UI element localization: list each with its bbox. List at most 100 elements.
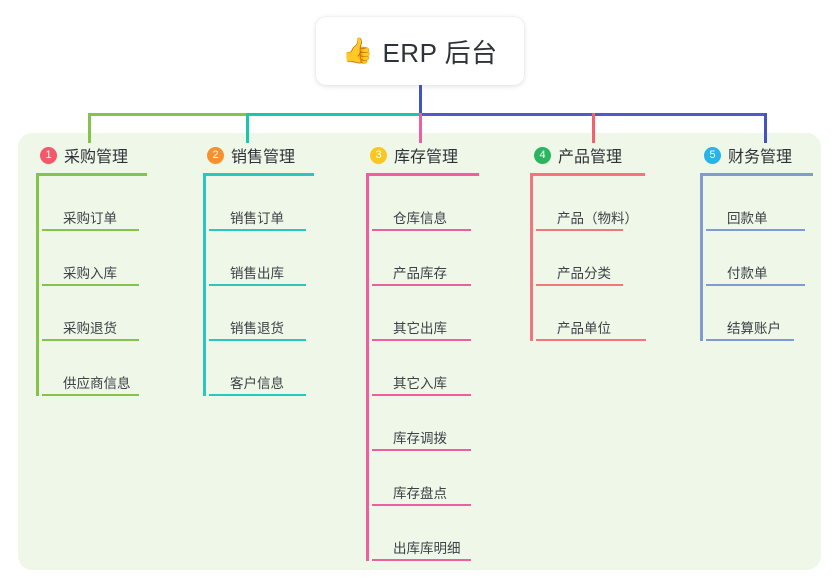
branch-items-4: 产品（物料） 产品分类 产品单位 [530,176,698,341]
list-item[interactable]: 销售订单 [209,176,358,231]
list-item-label: 产品（物料） [557,211,638,226]
list-item-label: 仓库信息 [393,211,447,226]
list-item[interactable]: 结算账户 [706,286,835,341]
list-item-label: 付款单 [727,266,768,281]
list-item-label: 客户信息 [230,376,284,391]
connector-hbar-left [88,113,248,116]
list-item-rule [706,339,794,341]
connector-hbar-mid [246,113,421,116]
list-item-rule [372,504,471,506]
branch-header-rule-3 [366,173,479,176]
connector-root-stem [419,85,422,115]
list-item-label: 其它出库 [393,321,447,336]
list-item[interactable]: 采购退货 [42,286,191,341]
list-item-label: 产品分类 [557,266,611,281]
list-item[interactable]: 产品分类 [536,231,698,286]
list-item-rule [209,284,306,286]
branch-title-3: 库存管理 [394,149,459,166]
list-item-label: 库存盘点 [393,486,447,501]
branch-number-badge-4: 4 [534,146,551,164]
list-item-rule [42,339,139,341]
list-item-label: 供应商信息 [63,376,131,391]
list-item[interactable]: 销售出库 [209,231,358,286]
root-node-erp-backend[interactable]: 👍 ERP 后台 [316,17,524,85]
list-item[interactable]: 付款单 [706,231,835,286]
connector-drop-branch-5 [764,113,767,143]
connector-drop-branch-2 [246,113,249,143]
connector-drop-branch-4 [592,113,595,143]
list-item-rule [42,394,139,396]
list-item-label: 回款单 [727,211,768,226]
list-item-rule [372,284,471,286]
list-item-rule [372,394,471,396]
list-item-label: 其它入库 [393,376,447,391]
list-item-rule [372,559,471,561]
list-item-label: 结算账户 [727,321,781,336]
branch-number-badge-1: 1 [40,146,57,164]
list-item[interactable]: 其它出库 [372,286,531,341]
list-item-rule [209,339,306,341]
branch-title-2: 销售管理 [231,149,296,166]
branch-number-badge-3: 3 [370,146,387,164]
branch-items-2: 销售订单 销售出库 销售退货 客户信息 [203,176,358,396]
branch-stem-2 [203,176,206,396]
thumbs-up-icon: 👍 [342,36,374,65]
list-item-label: 库存调拨 [393,431,447,446]
branch-number-badge-2: 2 [207,146,224,164]
list-item-rule [372,449,471,451]
branch-header-rule-1 [36,173,147,176]
diagram-background-panel [18,133,821,570]
branch-header-3[interactable]: 3 库存管理 [366,142,531,168]
connector-drop-branch-3 [419,113,422,143]
list-item-label: 出库库明细 [393,541,461,556]
branch-column-4: 4 产品管理 产品（物料） 产品分类 产品单位 [530,142,698,341]
branch-header-rule-4 [530,173,645,176]
branch-title-4: 产品管理 [558,149,623,166]
list-item[interactable]: 供应商信息 [42,341,191,396]
list-item[interactable]: 产品（物料） [536,176,698,231]
list-item-rule [372,229,471,231]
branch-header-5[interactable]: 5 财务管理 [700,142,835,168]
branch-header-1[interactable]: 1 采购管理 [36,142,191,168]
list-item-rule [706,229,805,231]
list-item-label: 产品单位 [557,321,611,336]
list-item-rule [536,339,646,341]
list-item[interactable]: 产品库存 [372,231,531,286]
branch-title-5: 财务管理 [728,149,793,166]
branch-stem-5 [700,176,703,341]
branch-header-rule-2 [203,173,314,176]
branch-header-4[interactable]: 4 产品管理 [530,142,698,168]
list-item[interactable]: 仓库信息 [372,176,531,231]
branch-items-1: 采购订单 采购入库 采购退货 供应商信息 [36,176,191,396]
list-item[interactable]: 客户信息 [209,341,358,396]
list-item[interactable]: 产品单位 [536,286,698,341]
branch-header-2[interactable]: 2 销售管理 [203,142,358,168]
branch-column-2: 2 销售管理 销售订单 销售出库 销售退货 客户信息 [203,142,358,396]
root-node-title: ERP 后台 [382,37,498,68]
list-item-rule [372,339,471,341]
list-item-rule [536,284,623,286]
list-item[interactable]: 回款单 [706,176,835,231]
list-item-rule [536,229,623,231]
branch-title-1: 采购管理 [64,149,129,166]
branch-items-3: 仓库信息 产品库存 其它出库 其它入库 库存调拨 库存盘点 出库库明细 [366,176,531,561]
list-item-label: 采购入库 [63,266,117,281]
list-item-rule [42,284,139,286]
list-item-label: 采购订单 [63,211,117,226]
branch-number-badge-5: 5 [704,146,721,164]
list-item[interactable]: 采购入库 [42,231,191,286]
list-item-rule [42,229,139,231]
list-item[interactable]: 库存盘点 [372,451,531,506]
list-item[interactable]: 库存调拨 [372,396,531,451]
branch-stem-4 [530,176,533,341]
branch-items-5: 回款单 付款单 结算账户 [700,176,835,341]
list-item-rule [209,229,306,231]
list-item[interactable]: 其它入库 [372,341,531,396]
list-item[interactable]: 采购订单 [42,176,191,231]
list-item[interactable]: 销售退货 [209,286,358,341]
list-item-label: 销售退货 [230,321,284,336]
list-item-label: 销售订单 [230,211,284,226]
list-item[interactable]: 出库库明细 [372,506,531,561]
list-item-label: 产品库存 [393,266,447,281]
list-item-rule [209,394,306,396]
